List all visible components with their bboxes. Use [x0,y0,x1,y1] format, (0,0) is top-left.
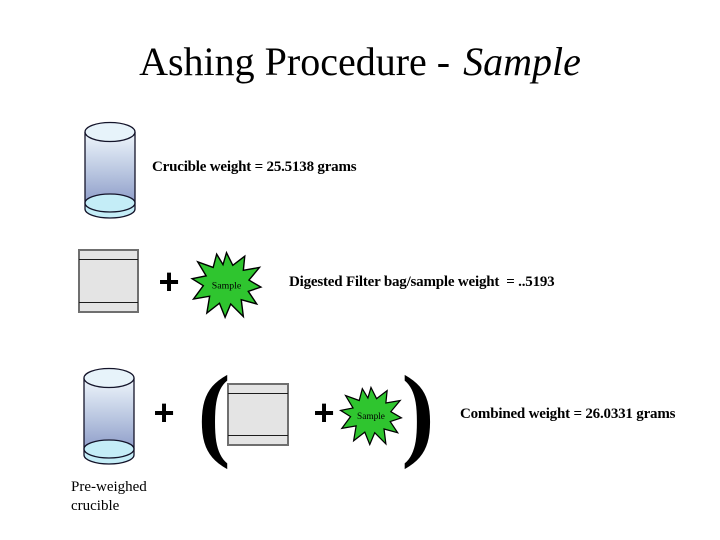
combined-weight-label: Combined weight = 26.0331 grams [460,406,676,422]
caption-line1: Pre-weighed [71,479,147,495]
pre-weighed-crucible-caption: Pre-weighed crucible [71,478,147,516]
filter-bag-seal-top [79,259,138,261]
sample-burst-label: Sample [212,281,242,292]
slide-title-main: Ashing Procedure - [139,39,451,84]
filter-bag-weight-label: Digested Filter bag/sample weight = ..51… [289,274,555,290]
filter-bag-seal-top [228,393,288,395]
sample-burst-label: Sample [357,412,385,422]
sample-burst-icon: Sample [338,385,403,447]
pre-weighed-crucible-icon [83,367,135,465]
filter-bag-seal-bottom [228,435,288,437]
close-paren: ) [401,355,435,470]
plus-sign: + [153,392,175,433]
sample-burst-icon: Sample [190,250,263,320]
slide-title-emphasis: Sample [463,39,581,84]
open-paren: ( [197,355,231,470]
filter-bag-icon [78,249,139,313]
plus-sign: + [313,392,335,433]
slide-title: Ashing Procedure - Sample [0,38,720,86]
filter-bag-seal-bottom [79,302,138,304]
filter-bag-icon [227,383,289,446]
crucible-weight-label: Crucible weight = 25.5138 grams [152,159,357,175]
plus-sign: + [158,261,180,302]
caption-line2: crucible [71,498,120,515]
crucible-icon [84,121,136,219]
